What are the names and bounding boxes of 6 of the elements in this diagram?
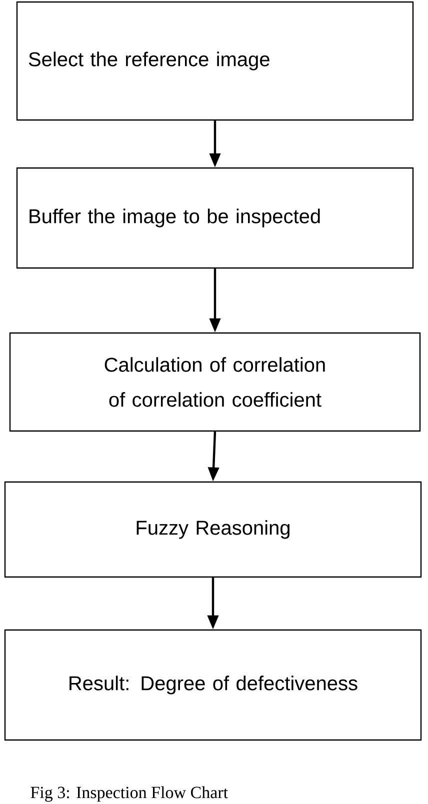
process-box: Fuzzy Reasoning: [4, 481, 422, 578]
process-box: Calculation of correlation of correlation coefficient: [9, 332, 421, 432]
process-box: Buffer the image to be inspected: [16, 167, 414, 269]
process-box: Select the reference image: [16, 1, 414, 121]
caption: Fig 3: Inspection Flow Chart: [30, 786, 228, 802]
process-box: Result: Degree of defectiveness: [4, 629, 422, 741]
